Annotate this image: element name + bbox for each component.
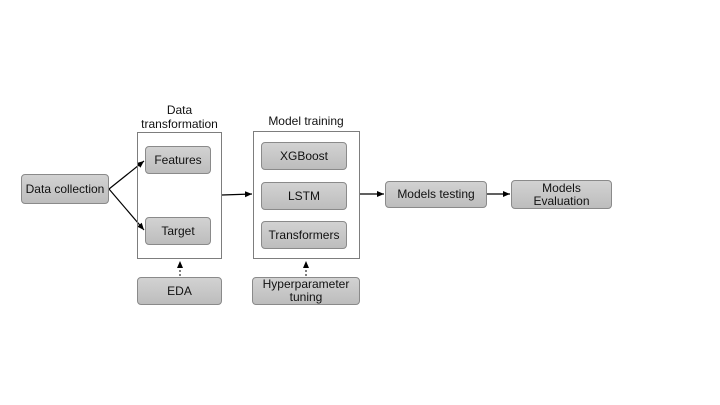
models-evaluation-node: Models Evaluation — [511, 180, 612, 209]
models-testing-node: Models testing — [385, 181, 487, 208]
data-transformation-group — [137, 132, 222, 259]
target-node: Target — [145, 217, 211, 245]
features-node: Features — [145, 146, 211, 174]
xgboost-node: XGBoost — [261, 142, 347, 170]
arrow-collection-to-features — [108, 160, 145, 190]
transformers-node: Transformers — [261, 221, 347, 249]
arrow-collection-to-target — [108, 188, 145, 231]
hyperparameter-tuning-node: Hyperparameter tuning — [252, 277, 360, 305]
data-collection-node: Data collection — [21, 174, 109, 204]
model-training-title: Model training — [268, 114, 344, 128]
eda-node: EDA — [137, 277, 222, 305]
lstm-node: LSTM — [261, 182, 347, 210]
data-transformation-title: Data transformation — [141, 103, 218, 131]
arrow-transformation-to-training — [221, 191, 253, 198]
model-training-group — [253, 131, 360, 259]
